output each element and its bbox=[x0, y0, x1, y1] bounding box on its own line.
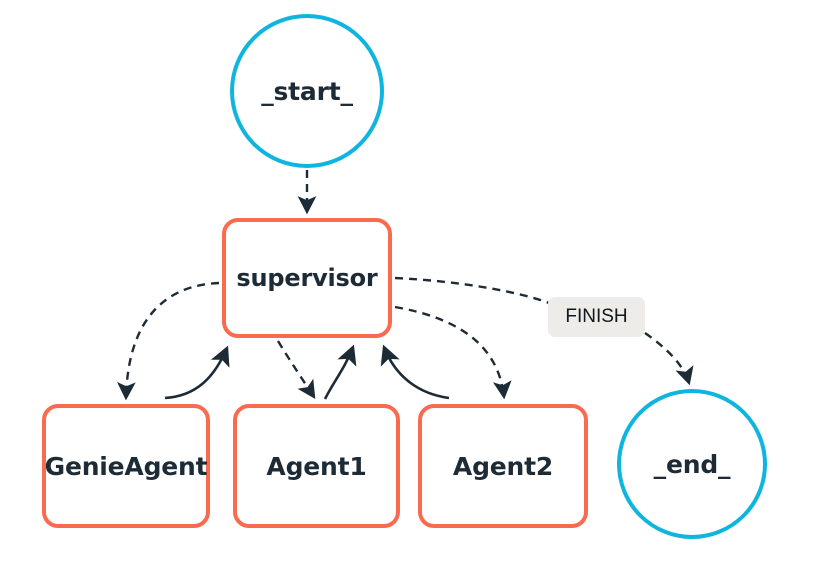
edge-supervisor-to-end-part2 bbox=[644, 332, 694, 386]
edge-supervisor-to-agent2 bbox=[394, 305, 512, 400]
node-agent2[interactable]: Agent2 bbox=[418, 404, 588, 528]
node-genieagent-label: GenieAgent bbox=[44, 451, 208, 481]
node-end[interactable]: _end_ bbox=[617, 389, 767, 539]
node-agent1-label: Agent1 bbox=[266, 451, 367, 481]
node-start[interactable]: _start_ bbox=[230, 14, 384, 168]
edge-agent1-to-supervisor bbox=[323, 344, 357, 400]
edge-supervisor-to-end-part1 bbox=[394, 276, 550, 305]
edge-supervisor-to-agent1 bbox=[276, 340, 316, 400]
edge-genieagent-to-supervisor bbox=[164, 345, 230, 400]
edge-label-finish[interactable]: FINISH bbox=[548, 297, 645, 337]
edge-supervisor-to-genieagent bbox=[117, 281, 220, 401]
node-agent2-label: Agent2 bbox=[452, 451, 554, 481]
node-genieagent[interactable]: GenieAgent bbox=[42, 404, 210, 528]
node-supervisor[interactable]: supervisor bbox=[222, 218, 392, 338]
node-end-label: _end_ bbox=[653, 449, 731, 479]
edge-label-finish-text: FINISH bbox=[565, 306, 628, 327]
node-agent1[interactable]: Agent1 bbox=[233, 404, 400, 528]
edge-agent2-to-supervisor bbox=[380, 344, 450, 400]
node-supervisor-label: supervisor bbox=[236, 264, 378, 292]
node-start-label: _start_ bbox=[261, 76, 353, 106]
